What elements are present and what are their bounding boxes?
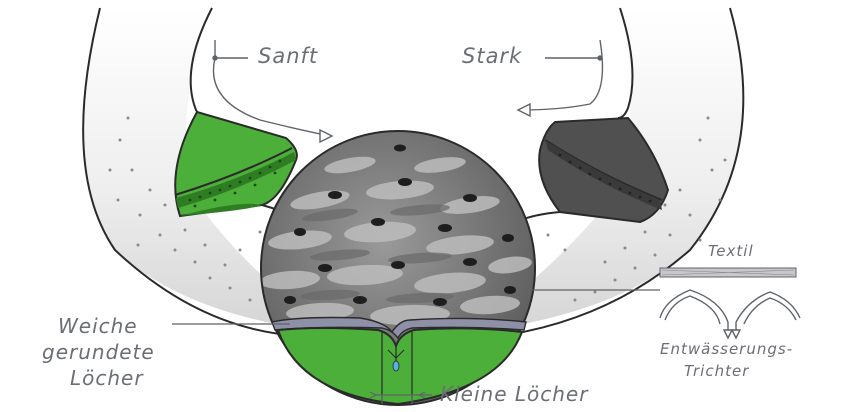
textile-strip (659, 267, 797, 278)
label-weiche-line1: Weiche (58, 314, 138, 338)
flow-arrow-left (212, 40, 334, 144)
water-drop-icon (392, 360, 400, 372)
leader-lines (172, 289, 660, 404)
label-entwaesserung-line2: Trichter (684, 362, 750, 380)
bowl-stipple (108, 116, 727, 302)
flow-arrow-right (516, 39, 604, 118)
dark-bud (538, 116, 670, 224)
textile-layer (271, 316, 527, 340)
sphere-holes (284, 144, 516, 306)
green-base (276, 327, 524, 406)
green-bud (174, 110, 298, 218)
label-textil: Textil (708, 242, 754, 260)
label-entwaesserung-line1: Entwässerungs- (660, 340, 794, 358)
label-weiche-line3: Löcher (70, 366, 144, 390)
label-stark: Stark (462, 44, 523, 68)
drain-funnels (659, 289, 801, 340)
label-weiche-line2: gerundete (42, 340, 155, 364)
label-sanft: Sanft (258, 44, 319, 68)
label-kleine-loecher: Kleine Löcher (440, 382, 589, 406)
